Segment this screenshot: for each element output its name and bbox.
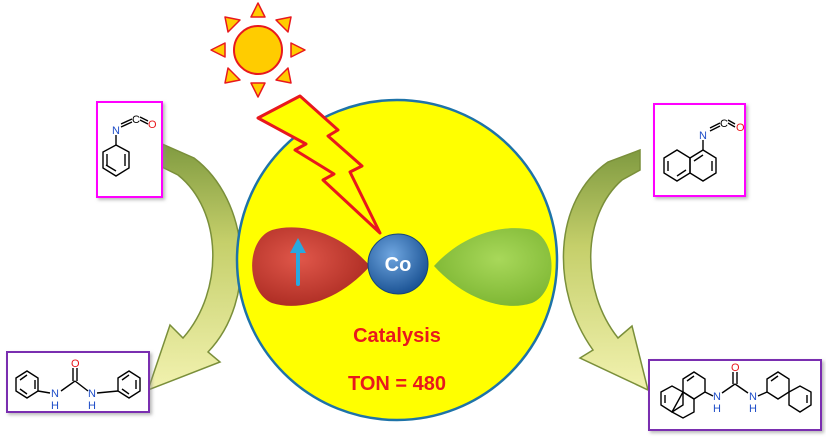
spin-up-arrow-icon bbox=[290, 238, 306, 286]
naphthyl-o-atom: O bbox=[736, 122, 745, 134]
right-curved-arrow bbox=[562, 148, 650, 392]
naphthyl-c-atom: C bbox=[720, 118, 728, 130]
dinaphthyl-n-right: N bbox=[749, 391, 757, 403]
phenyl-o-atom: O bbox=[148, 119, 157, 131]
green-orbital-lobe bbox=[434, 228, 552, 306]
catalysis-label: Catalysis bbox=[353, 325, 441, 347]
dinaphthyl-h-right: H bbox=[749, 403, 757, 415]
metal-label: Co bbox=[385, 254, 412, 276]
lightning-bolt-icon bbox=[256, 94, 382, 235]
phenyl-c-atom: C bbox=[132, 114, 140, 126]
red-orbital-lobe bbox=[252, 227, 370, 306]
diphenyl-n-right: N bbox=[88, 388, 96, 400]
cobalt-atom bbox=[367, 233, 429, 295]
phenyl-isocyanate-box: N C O bbox=[96, 101, 163, 198]
dinaphthyl-n-left: N bbox=[713, 391, 721, 403]
phenyl-n-atom: N bbox=[112, 125, 120, 137]
dinaphthyl-o-atom: O bbox=[731, 362, 740, 374]
diphenyl-urea-box: O N H N H bbox=[6, 351, 150, 413]
ton-label: TON = 480 bbox=[348, 373, 446, 395]
diphenyl-n-left: N bbox=[51, 388, 59, 400]
dinaphthyl-urea-box: O N H N H bbox=[648, 359, 822, 431]
diphenyl-h-left: H bbox=[51, 400, 59, 412]
naphthyl-n-atom: N bbox=[699, 130, 707, 142]
dinaphthyl-h-left: H bbox=[713, 403, 721, 415]
naphthyl-isocyanate-box: N C O bbox=[653, 103, 746, 197]
diphenyl-h-right: H bbox=[88, 400, 96, 412]
diphenyl-o-atom: O bbox=[71, 358, 80, 370]
sun-icon bbox=[210, 2, 306, 98]
